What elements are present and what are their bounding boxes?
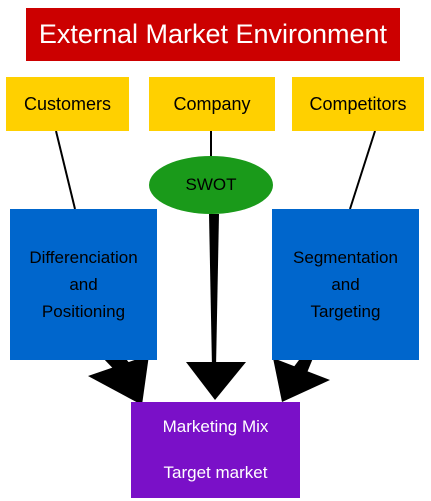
- swot-ellipse: SWOT: [149, 156, 273, 214]
- customers-box: Customers: [6, 77, 129, 131]
- customers-label: Customers: [23, 93, 112, 114]
- differentiation-line-3: Positioning: [41, 302, 126, 321]
- competitors-box: Competitors: [292, 77, 424, 131]
- differentiation-line-2: and: [69, 275, 98, 294]
- segmentation-box: Segmentation and Targeting: [272, 209, 419, 360]
- competitors-label: Competitors: [309, 93, 407, 114]
- title-text: External Market Environment: [38, 19, 388, 49]
- segmentation-line-2: and: [331, 275, 360, 294]
- company-label: Company: [173, 93, 251, 114]
- differentiation-line-1: Differenciation: [29, 248, 138, 267]
- arrow-swot-to-mix: [186, 214, 246, 400]
- company-box: Company: [149, 77, 275, 131]
- connector-competitors-to-seg: [349, 130, 376, 210]
- marketing-mix-box: Marketing Mix Target market: [131, 402, 300, 498]
- connector-customers-to-diff: [55, 130, 76, 210]
- target-market-label: Target market: [163, 463, 268, 482]
- title-box: External Market Environment: [26, 8, 400, 61]
- swot-label: SWOT: [185, 175, 237, 194]
- segmentation-line-3: Targeting: [310, 302, 381, 321]
- differentiation-box: Differenciation and Positioning: [10, 209, 157, 360]
- marketing-mix-label: Marketing Mix: [162, 417, 269, 436]
- segmentation-line-1: Segmentation: [293, 248, 398, 267]
